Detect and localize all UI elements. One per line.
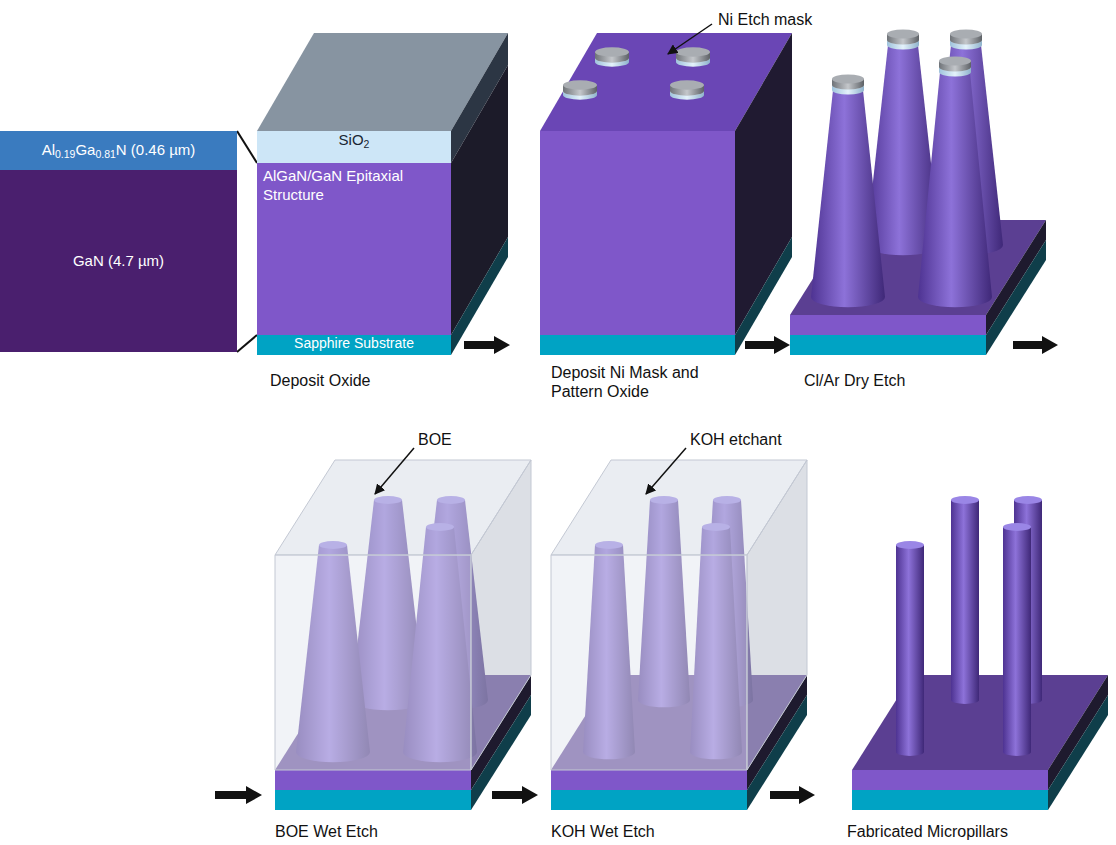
pillar-group xyxy=(811,30,1003,308)
callout-label: Ni Etch mask xyxy=(718,10,812,29)
step-caption: Deposit Oxide xyxy=(270,371,371,390)
ni-mask xyxy=(563,80,597,90)
leader-line xyxy=(375,448,414,494)
masked-block xyxy=(540,33,792,355)
pillar-group xyxy=(896,496,1042,756)
step-arrow xyxy=(492,786,538,804)
layer-label: SiO2 xyxy=(339,131,370,150)
layer-band: GaN (4.7 µm) xyxy=(0,170,237,352)
ni-mask xyxy=(670,80,704,90)
pillar-body xyxy=(918,72,992,307)
step-caption: Deposit Ni Mask and Pattern Oxide xyxy=(551,363,721,401)
ni-mask xyxy=(887,30,919,39)
front-layer xyxy=(551,790,747,810)
pillar-body xyxy=(951,500,979,704)
layer-label: AlGaN/GaN Epitaxial Structure xyxy=(263,167,413,205)
step-caption: Cl/Ar Dry Etch xyxy=(804,371,905,390)
step-arrow xyxy=(215,786,262,804)
zoom-line xyxy=(237,335,257,352)
pillar-body xyxy=(1003,527,1031,756)
front-layer xyxy=(275,790,471,810)
final-sample xyxy=(852,675,1108,810)
pillar-top xyxy=(896,541,924,549)
side-face xyxy=(451,237,508,355)
front-layer xyxy=(852,790,1048,810)
bath-front xyxy=(551,555,747,770)
pillar-body xyxy=(811,90,885,307)
ni-mask xyxy=(595,47,629,57)
side-face xyxy=(1048,675,1108,790)
step-arrow xyxy=(770,786,815,804)
layer-band: Al0.19Ga0.81N (0.46 µm) xyxy=(0,131,237,170)
layer-label: Sapphire Substrate xyxy=(294,335,414,353)
mask-group xyxy=(563,47,710,100)
leader-line xyxy=(646,448,686,494)
front-layer xyxy=(790,335,986,355)
leader-line xyxy=(668,24,712,54)
bath-side xyxy=(471,460,531,770)
front-layer xyxy=(551,770,747,790)
front-layer xyxy=(540,131,735,335)
layer-label: GaN (4.7 µm) xyxy=(73,252,164,271)
side-face xyxy=(1048,695,1108,810)
front-layer xyxy=(275,770,471,790)
step-caption: BOE Wet Etch xyxy=(275,822,378,841)
oxide-layer: SiO2 xyxy=(257,131,451,163)
pillar-top xyxy=(951,496,979,504)
epitaxial-layer: AlGaN/GaN Epitaxial Structure xyxy=(257,163,451,335)
step-caption: KOH Wet Etch xyxy=(551,822,655,841)
ni-mask xyxy=(832,75,864,84)
bath-side xyxy=(747,460,807,770)
bath-front xyxy=(275,555,471,770)
pillar-top xyxy=(1003,523,1031,531)
pillar-body xyxy=(896,545,924,756)
ni-mask xyxy=(939,57,971,66)
step-arrow xyxy=(1013,336,1058,354)
step-arrow xyxy=(745,336,790,354)
pillar-top xyxy=(1014,496,1042,504)
etchant-bath xyxy=(551,460,807,770)
zoom-line xyxy=(237,131,257,163)
oxide-block xyxy=(257,33,508,355)
side-face xyxy=(735,237,792,355)
ni-mask xyxy=(676,47,710,57)
step-caption: Fabricated Micropillars xyxy=(847,822,1008,841)
substrate-layer: Sapphire Substrate xyxy=(257,335,451,355)
etchant-bath xyxy=(275,460,531,770)
callout-label: BOE xyxy=(418,430,452,449)
ni-mask xyxy=(950,30,982,39)
side-face xyxy=(986,240,1046,355)
step-arrow xyxy=(464,336,510,354)
front-layer xyxy=(852,770,1048,790)
front-layer xyxy=(790,315,986,335)
callout-label: KOH etchant xyxy=(690,430,782,449)
layer-label: Al0.19Ga0.81N (0.46 µm) xyxy=(42,141,196,160)
front-layer xyxy=(540,335,735,355)
